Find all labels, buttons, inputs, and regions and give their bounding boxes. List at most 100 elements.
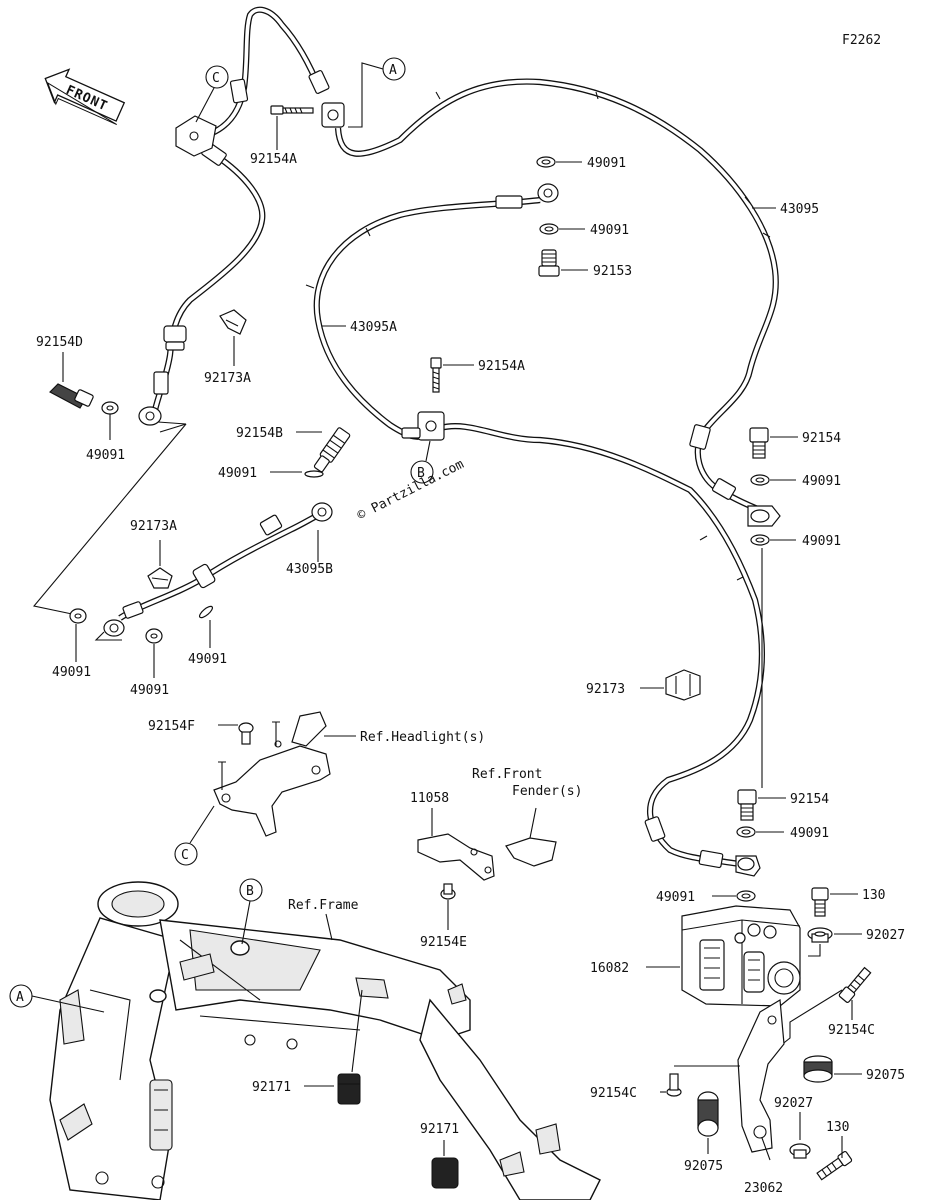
oring-49091-bl3 [198, 605, 214, 648]
label-92173A-top: 92173A [204, 371, 251, 386]
brake-pipe-43095A [305, 183, 766, 877]
watermark: © Partzilla.com [355, 457, 467, 524]
marker-c-bottom: C [174, 805, 215, 866]
marker-b-frame-letter: B [246, 884, 254, 899]
washer-49091-left [101, 401, 119, 440]
figure-code: F2262 [842, 33, 881, 48]
clip-92171-a [304, 989, 363, 1105]
bolt-92154-r1 [749, 427, 798, 459]
label-49091-b: 49091 [590, 223, 629, 238]
label-49091-r2: 49091 [802, 534, 841, 549]
marker-b-junction: B [410, 440, 434, 484]
bolt-92153 [538, 249, 588, 277]
washer-49091-bl1 [69, 608, 87, 662]
clamp-92173A-mid [147, 540, 173, 589]
label-130-a: 130 [862, 888, 885, 903]
label-49091-bl2: 49091 [130, 683, 169, 698]
bolt-92154-r2 [737, 789, 786, 821]
headlight-bracket [213, 711, 356, 837]
label-49091-bl1: 49091 [52, 665, 91, 680]
label-92171-b: 92171 [420, 1122, 459, 1137]
washer-49091-a [536, 156, 582, 168]
front-arrow-icon: FRONT [44, 68, 126, 126]
front-brake-hose-left [138, 6, 345, 433]
bolt-92154C-right [838, 966, 872, 1003]
brake-pipe-43095B [94, 502, 333, 641]
label-16082: 16082 [590, 961, 629, 976]
bracket-23062 [674, 998, 785, 1161]
label-92154E: 92154E [420, 935, 467, 950]
union-bolt-92154B [313, 427, 351, 473]
label-92154C-right: 92154C [828, 1023, 875, 1038]
washer-49091-b [539, 223, 585, 235]
grommet-92075-right [803, 1055, 862, 1083]
label-49091-c: 49091 [218, 466, 257, 481]
brake-pipe-43095 [334, 78, 781, 527]
label-92154-r1: 92154 [802, 431, 841, 446]
marker-b-junction-letter: B [417, 466, 425, 481]
ref-headlight: Ref.Headlight(s) [360, 730, 485, 745]
label-92154A-top: 92154A [250, 152, 297, 167]
label-43095A: 43095A [350, 320, 397, 335]
bolt-92154A-top [270, 105, 314, 150]
clip-92171-b [431, 1140, 459, 1189]
bleeder-92154D [49, 352, 94, 409]
label-130-b: 130 [826, 1120, 849, 1135]
marker-c-bottom-letter: C [181, 848, 189, 863]
bolt-92154E [440, 883, 456, 930]
label-49091-r1: 49091 [802, 474, 841, 489]
washer-49091-r4 [712, 890, 756, 902]
collar-92027-a [807, 927, 862, 957]
label-92173: 92173 [586, 682, 625, 697]
label-23062: 23062 [744, 1181, 783, 1196]
label-92154B: 92154B [236, 426, 283, 441]
label-92075-bottom: 92075 [684, 1159, 723, 1174]
clamp-92173A-top [219, 309, 247, 366]
marker-a-frame-letter: A [16, 990, 24, 1005]
marker-a-top: A [348, 57, 406, 128]
marker-c-top: C [195, 65, 229, 123]
label-49091-r3: 49091 [790, 826, 829, 841]
bolt-130-b [816, 1151, 853, 1181]
label-92154C-left: 92154C [590, 1086, 637, 1101]
bolt-92154F [218, 722, 254, 745]
label-92154D: 92154D [36, 335, 83, 350]
marker-a-top-letter: A [389, 63, 397, 78]
label-92027-b: 92027 [774, 1096, 813, 1111]
bolt-92154A-mid [430, 357, 474, 393]
marker-b-frame: B [239, 878, 263, 945]
label-92154-r2: 92154 [790, 792, 829, 807]
label-92171-a: 92171 [252, 1080, 291, 1095]
ref-front-fender-line2: Fender(s) [512, 784, 582, 799]
washer-49091-r3 [736, 826, 784, 838]
bolt-130-a [811, 887, 858, 917]
label-92173A-mid: 92173A [130, 519, 177, 534]
washer-49091-r1 [750, 474, 796, 486]
grommet-92075-bottom [697, 1091, 719, 1154]
oring-49091-c [304, 470, 324, 478]
label-43095B: 43095B [286, 562, 333, 577]
label-92154F: 92154F [148, 719, 195, 734]
label-43095: 43095 [780, 202, 819, 217]
label-92153: 92153 [593, 264, 632, 279]
label-49091-left: 49091 [86, 448, 125, 463]
washer-49091-r2 [750, 534, 796, 546]
ref-frame: Ref.Frame [288, 898, 359, 913]
marker-a-frame: A [9, 984, 105, 1013]
label-49091-r4: 49091 [656, 890, 695, 905]
ref-front-fender-line1: Ref.Front [472, 767, 542, 782]
label-92027-a: 92027 [866, 928, 905, 943]
bolt-92154C-left [660, 1073, 682, 1097]
collar-92027-b [789, 1112, 811, 1159]
marker-c-top-letter: C [212, 71, 220, 86]
bracket-11058 [417, 807, 557, 881]
label-92075-right: 92075 [866, 1068, 905, 1083]
clamp-92173 [640, 669, 701, 701]
frame-ref [49, 881, 601, 1200]
washer-49091-bl2 [145, 628, 163, 678]
abs-unit-16082 [681, 905, 801, 1007]
label-49091-a: 49091 [587, 156, 626, 171]
label-92154A-mid: 92154A [478, 359, 525, 374]
label-49091-bl3: 49091 [188, 652, 227, 667]
